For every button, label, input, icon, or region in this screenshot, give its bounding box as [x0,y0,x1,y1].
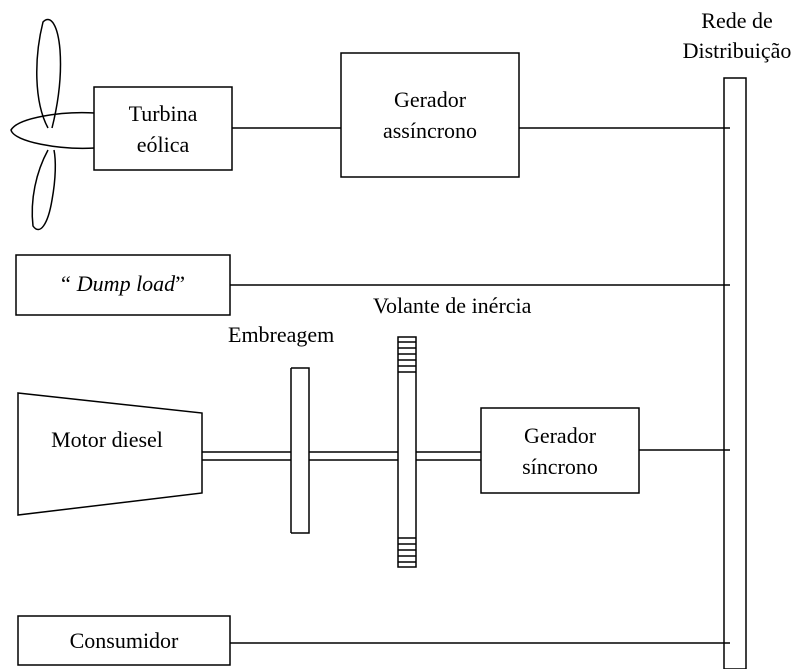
consumer-box [17,615,231,666]
dump-load-quote-open: “ [61,271,71,296]
async-generator-box [340,52,520,178]
sync-generator-label-line1: Gerador [524,423,597,448]
bus-label-line2: Distribuição [683,38,792,63]
consumer-label: Consumidor [70,628,179,653]
clutch-icon [290,367,310,534]
sync-generator-label-line2: síncrono [522,454,598,479]
diesel-engine-shape [17,392,203,516]
clutch-to-flywheel-shaft [309,451,398,461]
wind-turbine-label-line2: eólica [137,132,190,157]
bus-label-line1: Rede de [701,8,772,33]
async-generator-label-line2: assíncrono [383,118,477,143]
wind-turbine-box [93,86,233,171]
clutch-label: Embreagem [228,322,334,347]
engine-shaft [202,451,291,461]
flywheel-label: Volante de inércia [373,293,532,318]
sync-generator-box [480,407,640,494]
flywheel-icon [397,336,417,568]
async-generator-label-line1: Gerador [394,87,467,112]
distribution-bus [723,77,747,669]
wind-turbine-label-line1: Turbina [129,101,198,126]
dump-load-text: Dump load [76,271,176,296]
dump-load-quote-close: ” [175,271,185,296]
flywheel-to-generator-shaft [416,451,481,461]
dump-load-box [15,254,231,316]
dump-load-label: “Dump load” [61,271,185,296]
wind-turbine-rotor-icon [10,18,96,231]
diesel-engine-label: Motor diesel [51,427,163,452]
